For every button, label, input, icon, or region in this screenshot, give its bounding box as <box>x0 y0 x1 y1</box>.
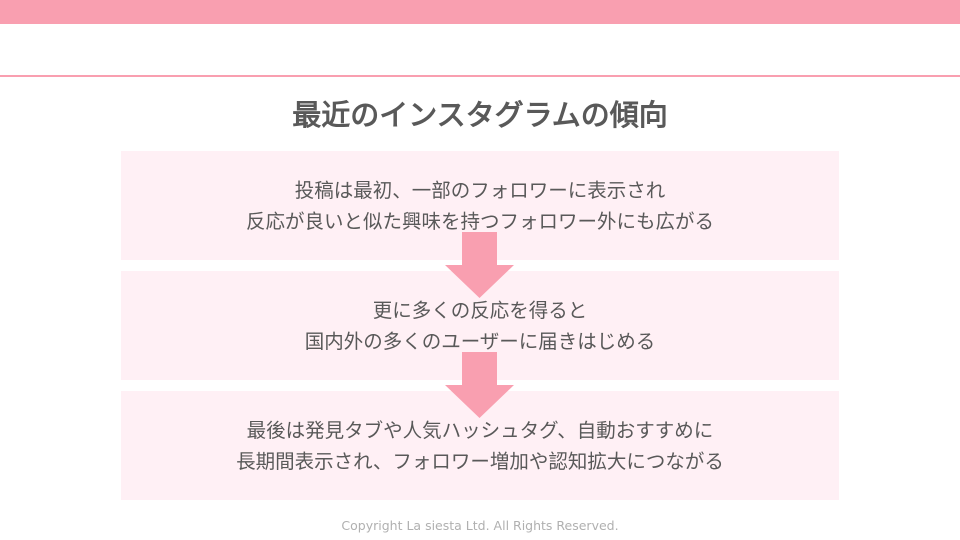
header-divider <box>0 75 960 77</box>
step-1-line-1: 投稿は最初、一部のフォロワーに表示され <box>294 178 666 202</box>
down-arrow-icon <box>445 232 514 298</box>
step-box-2: 更に多くの反応を得ると 国内外の多くのユーザーに届きはじめる <box>121 271 839 380</box>
step-1-line-2: 反応が良いと似た興味を持つフォロワー外にも広がる <box>245 209 714 233</box>
step-3-line-1: 最後は発見タブや人気ハッシュタグ、自動おすすめに <box>246 418 714 442</box>
step-2-line-1: 更に多くの反応を得ると <box>372 298 588 322</box>
slide-title: 最近のインスタグラムの傾向 <box>292 98 668 132</box>
down-arrow-icon <box>445 352 514 418</box>
step-2-line-2: 国内外の多くのユーザーに届きはじめる <box>304 329 656 353</box>
step-3-line-2: 長期間表示され、フォロワー増加や認知拡大につながる <box>236 449 724 473</box>
top-accent-bar <box>0 0 960 24</box>
copyright-footer: Copyright La siesta Ltd. All Rights Rese… <box>341 518 619 533</box>
